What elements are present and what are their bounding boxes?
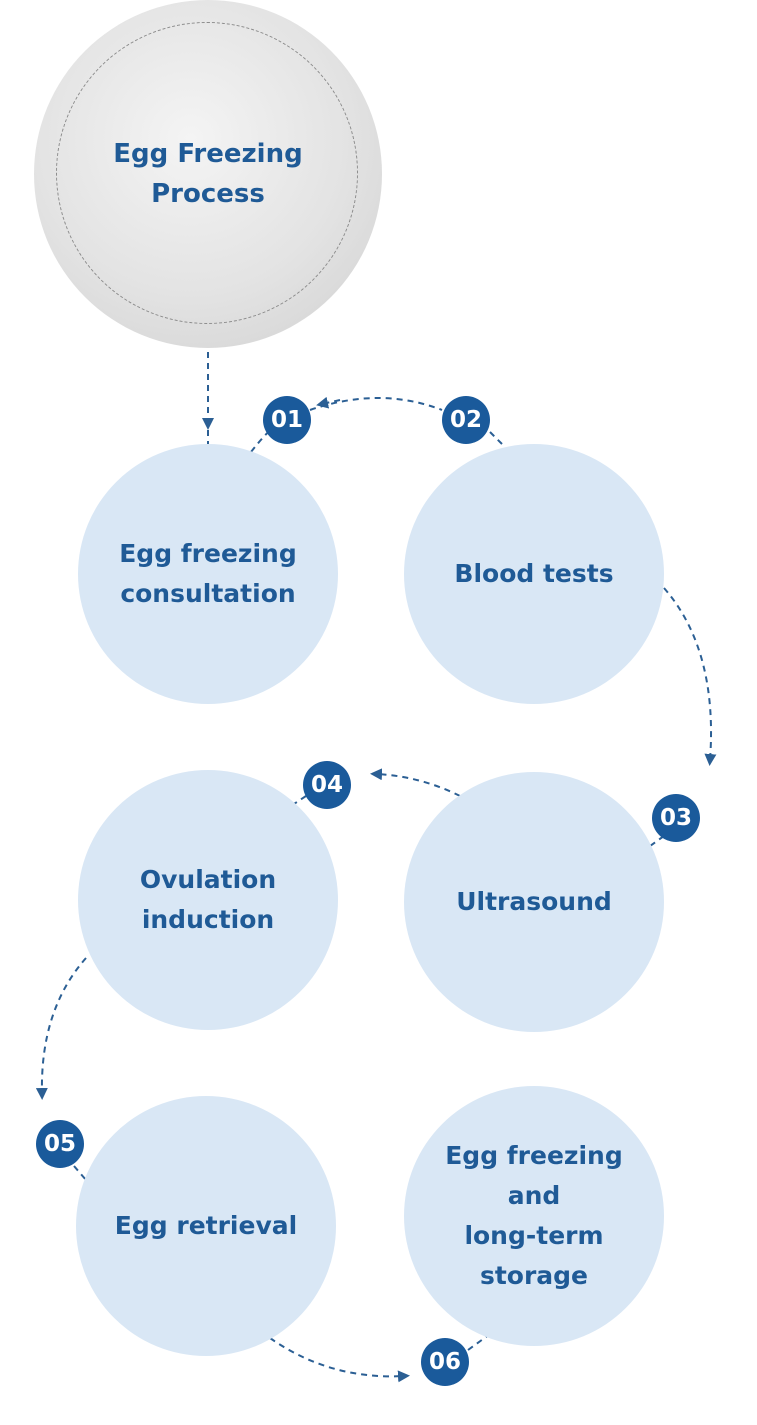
dashed-ring [56, 22, 358, 324]
step-label: Egg retrieval [114, 1211, 298, 1240]
step-label: Ultrasound [456, 887, 612, 916]
diagram-title: Egg Freezing Process [113, 139, 303, 209]
connector-04-to-ovulation [293, 795, 307, 805]
step-label: Egg freezing consultation [119, 539, 297, 608]
step-egg-retrieval-circle: Egg retrieval [76, 1096, 336, 1356]
connector-02-to-blood [489, 431, 503, 445]
step-ovulation-induction-circle: Ovulation induction [78, 770, 338, 1030]
step-number-badge-03: 03 [652, 794, 700, 842]
connector-ovulation-to-05 [35, 957, 87, 1100]
connector-blood-to-03 [663, 587, 717, 766]
step-label: Ovulation induction [139, 865, 277, 934]
step-freezing-storage-circle: Egg freezing and long-term storage [404, 1086, 664, 1346]
step-consultation-circle: Egg freezing consultation [78, 444, 338, 704]
step-number-badge-06: 06 [421, 1338, 469, 1386]
process-title-circle: Egg Freezing Process [34, 0, 382, 348]
connector-01-to-02-arrow [316, 396, 341, 409]
step-number-badge-02: 02 [442, 396, 490, 444]
connector-ultrasound-to-04 [370, 768, 461, 797]
step-label: Egg freezing and long-term storage [445, 1141, 623, 1290]
step-number-badge-01: 01 [263, 396, 311, 444]
step-number-badge-05: 05 [36, 1120, 84, 1168]
step-blood-tests-circle: Blood tests [404, 444, 664, 704]
step-number-badge-04: 04 [303, 761, 351, 809]
step-label: Blood tests [454, 559, 614, 588]
connector-retrieval-to-06 [269, 1337, 410, 1383]
step-ultrasound-circle: Ultrasound [404, 772, 664, 1032]
